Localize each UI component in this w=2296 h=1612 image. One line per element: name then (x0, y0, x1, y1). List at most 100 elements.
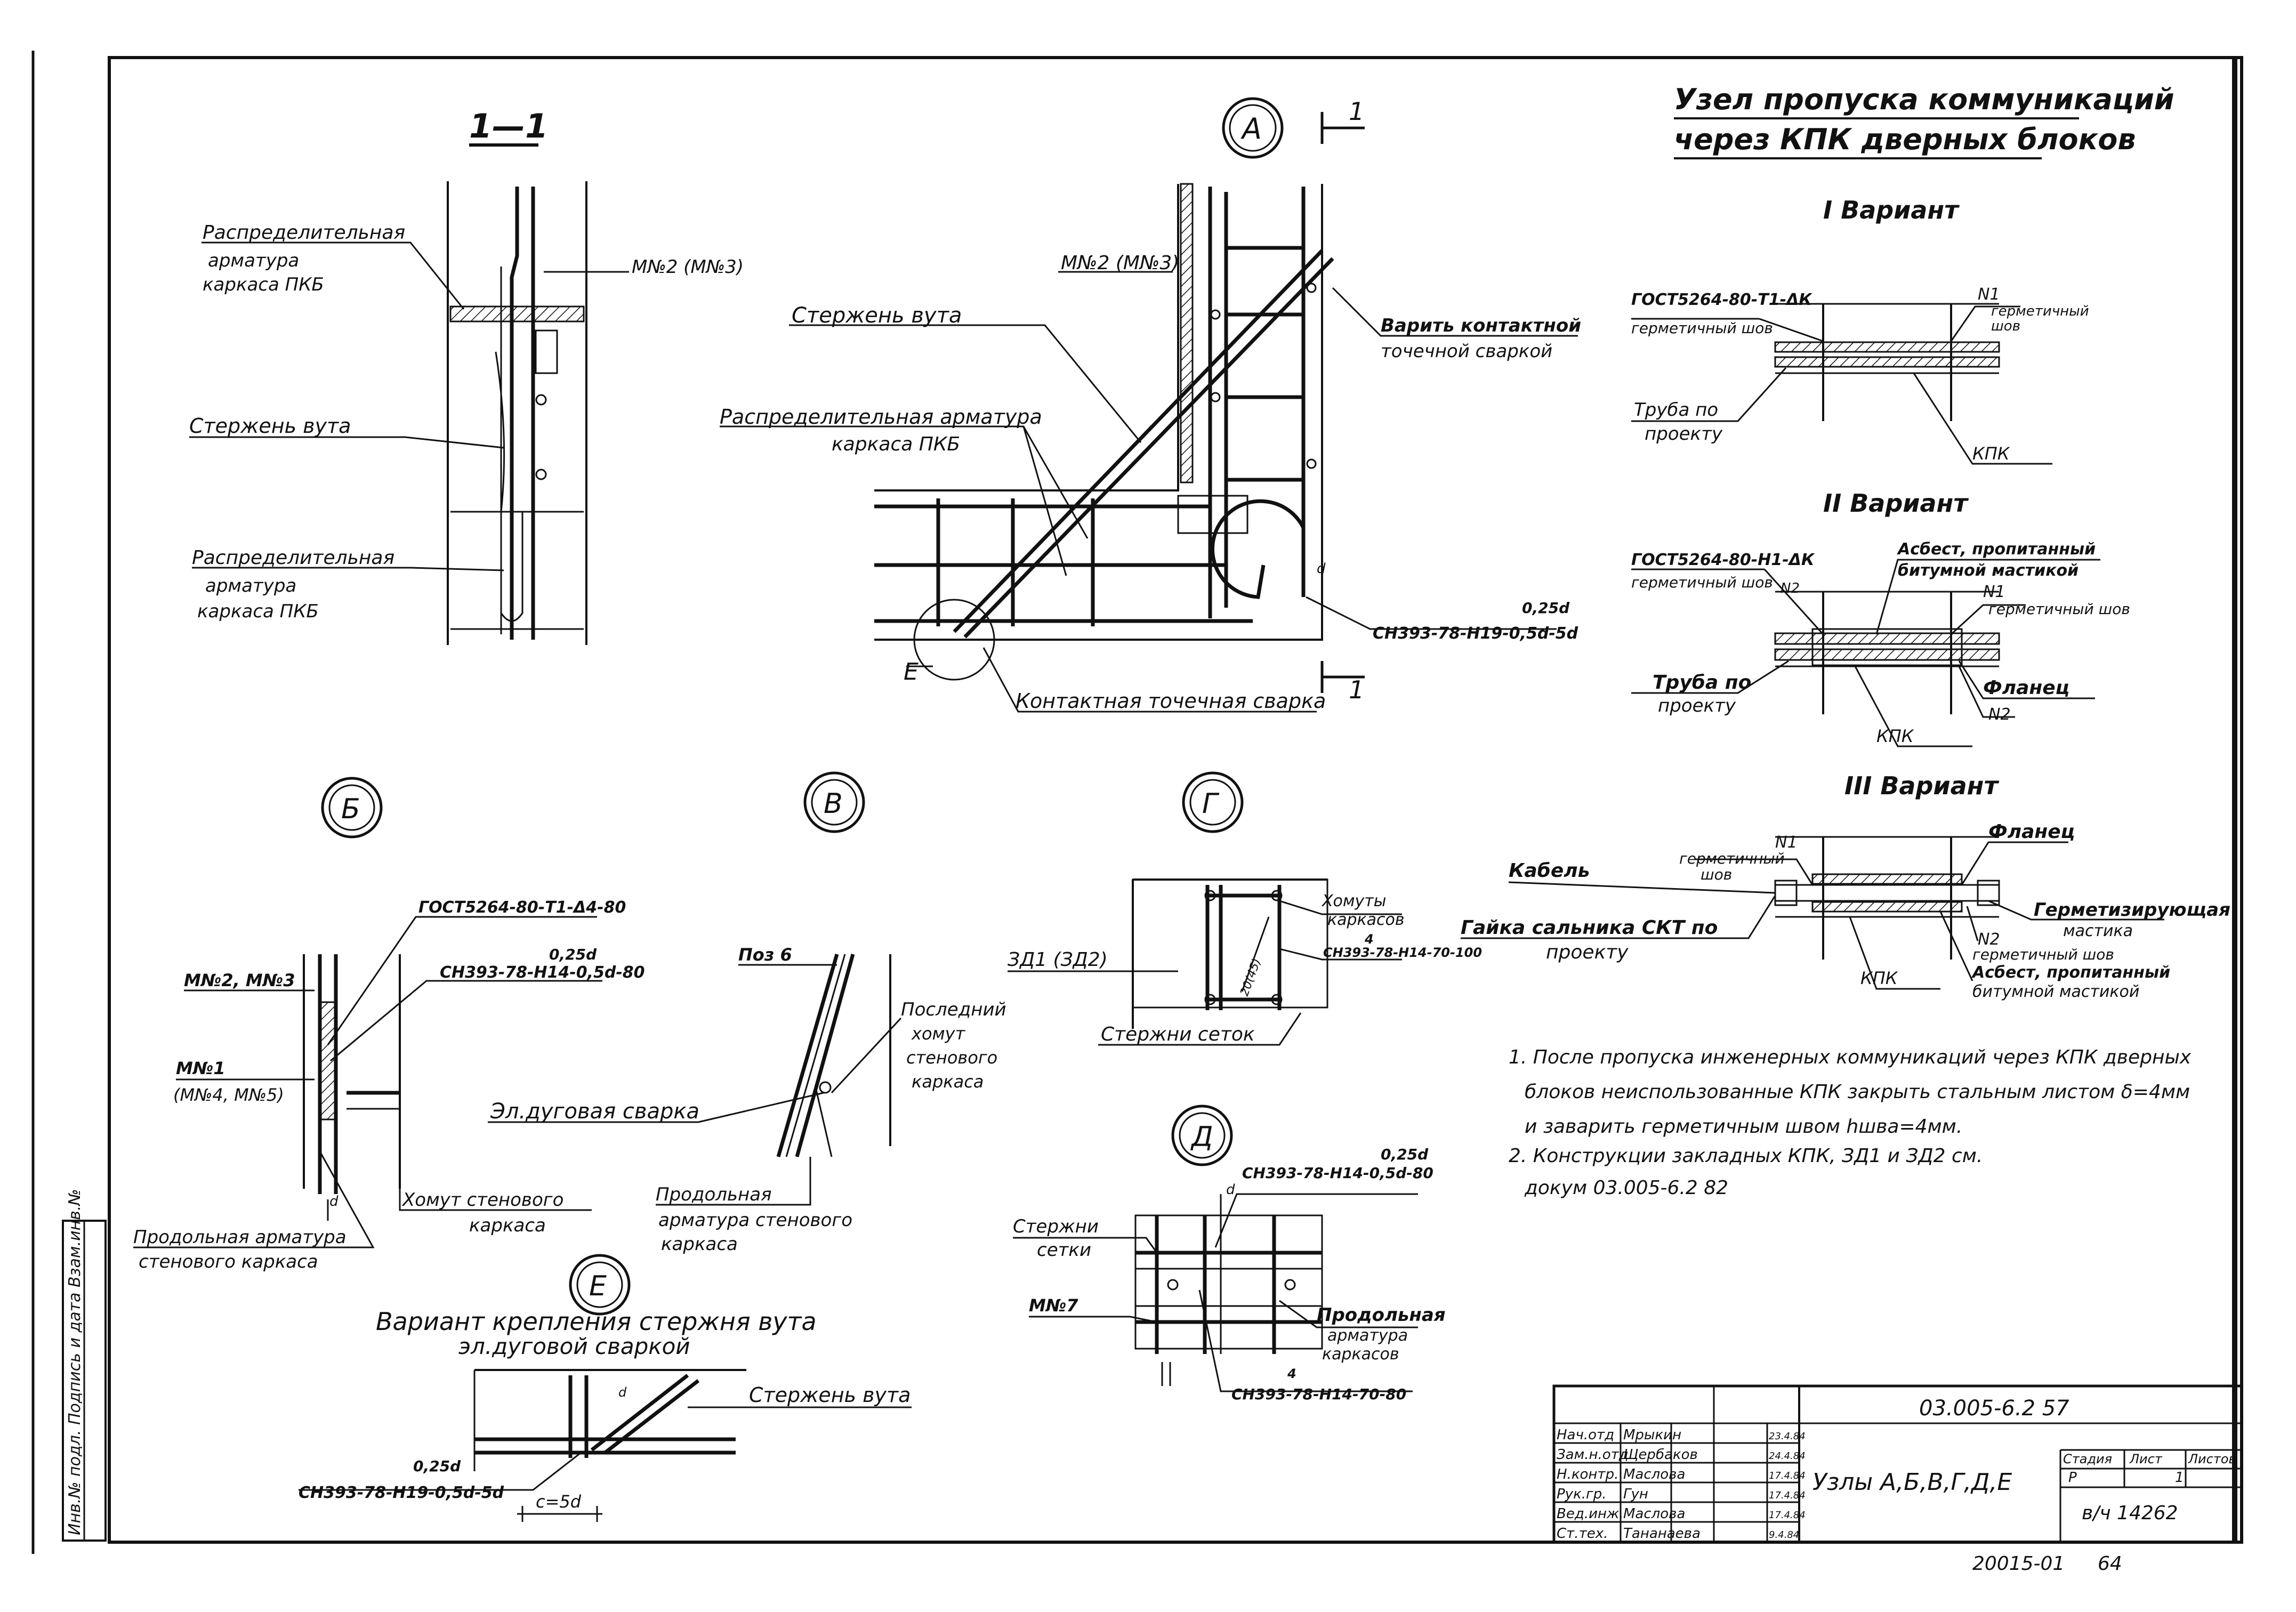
node-d-mesh-bars-2: сетки (1037, 1239, 1091, 1261)
node-b-dim-d: d (329, 1194, 339, 1210)
node-a-label: А (1240, 112, 1262, 146)
sig-name-3: Гун (1623, 1486, 1648, 1502)
variant-1-gost: ГОСТ5264-80-Т1-ΔК (1631, 291, 1812, 309)
node-e-rod: Стержень вута (749, 1383, 911, 1407)
signature-row: Н.контр. Маслова 17.4.84 (1557, 1466, 1806, 1482)
stamp-drawing-name: Узлы А,Б,В,Г,Д,Е (1812, 1469, 2012, 1496)
s11-distrib-bottom-3: каркаса ПКБ (197, 601, 319, 622)
node-g-dim: 20(45) (1238, 957, 1264, 998)
node-e-caption-1: Вариант крепления стержня вута (376, 1307, 817, 1336)
stamp-number: 03.005-6.2 57 (1919, 1396, 2069, 1421)
node-a-weld-frac: 0,25d (1522, 599, 1570, 617)
node-b-weld-spec: СН393-78-Н14-0,5d-80 (440, 963, 645, 982)
section-1-1-label: 1—1 (469, 107, 548, 146)
variant-1: I Вариант ГОСТ5264-80-Т1-ΔК герметичный … (1631, 196, 2089, 465)
sheet-frame (31, 51, 2243, 1554)
variant-2-seam-n1: герметичный шов (1988, 600, 2130, 618)
variant-2-gost: ГОСТ5264-80-Н1-ΔК (1631, 551, 1815, 569)
sig-date-2: 17.4.84 (1769, 1470, 1806, 1481)
variant-1-kpk: КПК (1972, 444, 2010, 464)
bottom-page: 64 (2098, 1553, 2122, 1575)
side-strip: Инв.№ подл. Подпись и дата Взам.инв.№ (62, 1189, 107, 1542)
variant-1-n1: N1 (1978, 285, 2000, 304)
node-b-mesh-1: М№1 (176, 1058, 225, 1078)
variant-3-seam-n2: герметичный шов (1972, 946, 2114, 963)
sig-name-5: Тананаева (1623, 1526, 1701, 1542)
variant-2-kpk: КПК (1876, 726, 1914, 746)
variant-3-mastic-1: Герметизирующая (2034, 899, 2230, 921)
s11-distrib-top-3: каркаса ПКБ (203, 274, 324, 295)
bottom-code: 20015-01 (1972, 1553, 2065, 1575)
node-d-label: Д (1190, 1121, 1213, 1153)
node-d-weld-top-frac: 0,25d (1381, 1146, 1429, 1163)
variant-3-flange: Фланец (1988, 821, 2075, 843)
node-v-clamp-2: хомут (911, 1023, 966, 1044)
title-line-1: Узел пропуска коммуникаций (1674, 83, 2174, 116)
variant-2-asbest-1: Асбест, пропитанный (1897, 540, 2096, 559)
side-strip-text: Инв.№ подл. Подпись и дата Взам.инв.№ (66, 1189, 84, 1535)
variant-2-pipe-2: проекту (1658, 695, 1736, 716)
node-v-long-3: каркаса (661, 1234, 738, 1255)
node-g-weld-frac: 4 (1364, 932, 1374, 947)
variant-3-kpk: КПК (1860, 968, 1898, 988)
sig-role-2: Н.контр. (1557, 1466, 1618, 1482)
stamp-stage-header: Стадия (2063, 1452, 2112, 1466)
variant-3-asbest-2: битумной мастикой (1972, 982, 2139, 1001)
variant-1-seam: герметичный шов (1631, 319, 1773, 337)
variant-3-title: III Вариант (1844, 771, 1999, 800)
node-v-clamp-1: Последний (901, 999, 1006, 1020)
variant-2-n1: N1 (1983, 583, 2005, 601)
variant-3-seam-1: герметичный (1679, 850, 1785, 867)
variant-3: III Вариант Кабель N1 герметичный шов Фл… (1461, 771, 2230, 1001)
sig-name-2: Маслова (1623, 1466, 1685, 1482)
node-v-label: В (824, 788, 843, 820)
variant-3-asbest-1: Асбест, пропитанный (1971, 963, 2170, 982)
node-b-clamp-2: каркаса (469, 1215, 546, 1236)
signature-row: Ст.тех. Тананаева 9.4.84 (1557, 1526, 1799, 1542)
sig-role-3: Рук.гр. (1557, 1486, 1606, 1502)
node-b-mesh-top: М№2, М№3 (184, 970, 295, 990)
sig-name-0: Мрыкин (1623, 1427, 1681, 1443)
node-v-arc-weld: Эл.дуговая сварка (490, 1099, 699, 1124)
node-e: Е Вариант крепления стержня вута эл.дуго… (299, 1254, 912, 1522)
sig-role-0: Нач.отд (1557, 1427, 1614, 1443)
section-1-1: 1—1 Распределительная арматура каркаса П… (189, 107, 744, 645)
variant-2-flange: Фланец (1983, 677, 2069, 699)
node-d-weld-bottom-frac: 4 (1287, 1366, 1296, 1381)
variant-3-cable: Кабель (1509, 860, 1590, 882)
node-g-embedded: ЗД1 (ЗД2) (1008, 949, 1108, 971)
node-a-cut-bottom: 1 (1349, 675, 1364, 704)
node-b-label: Б (341, 793, 360, 825)
signature-row: Вед.инж. Маслова 17.4.84 (1557, 1506, 1806, 1522)
sig-date-5: 9.4.84 (1769, 1529, 1799, 1541)
node-d-long-3: каркасов (1322, 1345, 1399, 1364)
sig-role-4: Вед.инж. (1557, 1506, 1624, 1522)
title-block-top: Узел пропуска коммуникаций через КПК две… (1674, 83, 2174, 159)
node-e-dim-d: d (618, 1385, 627, 1400)
variant-2-seam: герметичный шов (1631, 574, 1773, 591)
node-d-weld-bottom: СН393-78-Н14-70-80 (1231, 1385, 1406, 1403)
stamp-archive: в/ч 14262 (2082, 1502, 2178, 1524)
sig-date-3: 17.4.84 (1769, 1490, 1806, 1501)
stamp-sheet-header: Лист (2129, 1452, 2163, 1466)
node-a-dim-d: d (1317, 561, 1326, 577)
variant-3-nut-2: проекту (1546, 941, 1629, 963)
note-1: 1. После пропуска инженерных коммуникаци… (1509, 1046, 2192, 1068)
sig-date-4: 17.4.84 (1769, 1510, 1806, 1521)
stamp-sheet: 1 (2175, 1470, 2184, 1486)
node-v-pos: Поз 6 (738, 945, 792, 965)
node-b-long-2: стенового каркаса (139, 1251, 318, 1272)
variant-2-asbest-2: битумной мастикой (1898, 561, 2079, 580)
s11-distrib-top-1: Распределительная (203, 222, 405, 244)
title-line-2: через КПК дверных блоков (1674, 123, 2136, 156)
sig-role-1: Зам.н.отд (1557, 1447, 1629, 1463)
node-b-gost: ГОСТ5264-80-Т1-Δ4-80 (418, 898, 626, 917)
node-b-long-1: Продольная арматура (133, 1227, 347, 1248)
variant-2: II Вариант ГОСТ5264-80-Н1-ΔК герметичный… (1631, 489, 2130, 747)
note-4: 2. Конструкции закладных КПК, ЗД1 и ЗД2 … (1509, 1145, 1983, 1167)
node-a-mesh: М№2 (М№3) (1061, 252, 1179, 274)
node-a-detail-e: Е (904, 658, 919, 686)
node-g-weld-spec: СН393-78-Н14-70-100 (1323, 945, 1482, 960)
node-e-label: Е (589, 1270, 607, 1302)
note-5: докум 03.005-6.2 82 (1524, 1177, 1728, 1199)
